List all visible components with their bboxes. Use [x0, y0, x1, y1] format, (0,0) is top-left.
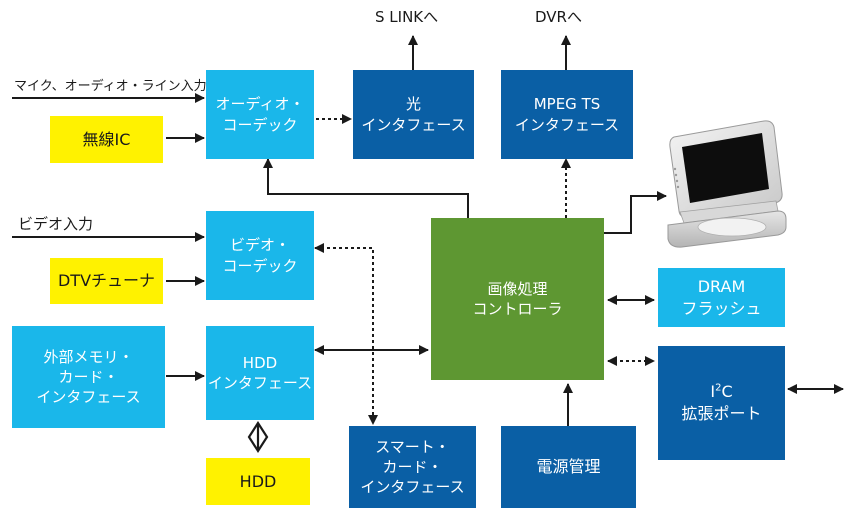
hdd-label: HDD: [239, 471, 277, 491]
hdd-interface-label-1: HDD: [242, 353, 278, 372]
controller-label-1: 画像処理: [487, 279, 548, 298]
dram-flash-block: DRAM フラッシュ: [658, 268, 785, 327]
hdd-connector: [247, 420, 269, 454]
smart-card-interface-block: スマート・ カード・ インタフェース: [349, 426, 476, 508]
audio-codec-block: オーディオ・ コーデック: [206, 70, 314, 159]
dtv-tuner-label: DTVチューナ: [57, 271, 156, 291]
hdd-block: HDD: [206, 458, 310, 505]
smart-card-label-3: インタフェース: [360, 478, 465, 497]
optical-interface-label-1: 光: [405, 95, 421, 114]
optical-interface-label-2: インタフェース: [361, 115, 466, 134]
power-management-block: 電源管理: [501, 426, 636, 508]
controller-to-audio-arrow: [263, 158, 469, 218]
image-processing-controller-block: 画像処理 コントローラ: [431, 218, 604, 380]
wireless-ic-label: 無線IC: [82, 129, 131, 149]
dram-label-2: フラッシュ: [681, 298, 762, 318]
video-to-smartcard-arrow: [314, 243, 378, 425]
video-codec-label-2: コーデック: [222, 256, 298, 275]
controller-to-display-arrow: [603, 191, 667, 234]
i2c-expansion-label: 拡張ポート: [681, 404, 762, 423]
hdd-interface-label-2: インタフェース: [207, 374, 313, 392]
i2c-label: I2C: [710, 382, 733, 402]
smart-card-label-2: カード・: [382, 457, 443, 476]
mic-audio-line-input-label: マイク、オーディオ・ライン入力: [14, 79, 207, 94]
audio-codec-label-1: オーディオ・: [215, 95, 305, 114]
audio-codec-label-2: コーデック: [222, 115, 298, 134]
controller-label-2: コントローラ: [472, 300, 563, 318]
s-link-output-label: S LINKへ: [375, 8, 439, 26]
wireless-ic-block: 無線IC: [50, 116, 163, 163]
external-memory-card-interface-block: 外部メモリ・ カード・ インタフェース: [12, 326, 165, 428]
i2c-expansion-port-block: I2C 拡張ポート: [658, 346, 785, 460]
video-codec-label-1: ビデオ・: [229, 236, 290, 255]
hdd-interface-block: HDD インタフェース: [206, 326, 314, 420]
dram-label-1: DRAM: [697, 276, 746, 296]
mpeg-ts-interface-label-1: MPEG TS: [533, 95, 601, 114]
external-memory-label-3: インタフェース: [36, 388, 141, 407]
optical-interface-block: 光 インタフェース: [353, 70, 474, 159]
external-memory-label-1: 外部メモリ・: [43, 347, 134, 366]
video-input-label: ビデオ入力: [18, 215, 94, 233]
power-management-label: 電源管理: [536, 457, 601, 477]
dtv-tuner-block: DTVチューナ: [50, 258, 163, 304]
dvr-output-label: DVRへ: [535, 8, 582, 26]
mpeg-ts-interface-block: MPEG TS インタフェース: [501, 70, 633, 159]
portable-dvd-player-icon: [667, 120, 787, 248]
mpeg-ts-interface-label-2: インタフェース: [514, 115, 620, 134]
smart-card-label-1: スマート・: [375, 437, 450, 456]
external-memory-label-2: カード・: [58, 367, 119, 386]
video-codec-block: ビデオ・ コーデック: [206, 211, 314, 300]
